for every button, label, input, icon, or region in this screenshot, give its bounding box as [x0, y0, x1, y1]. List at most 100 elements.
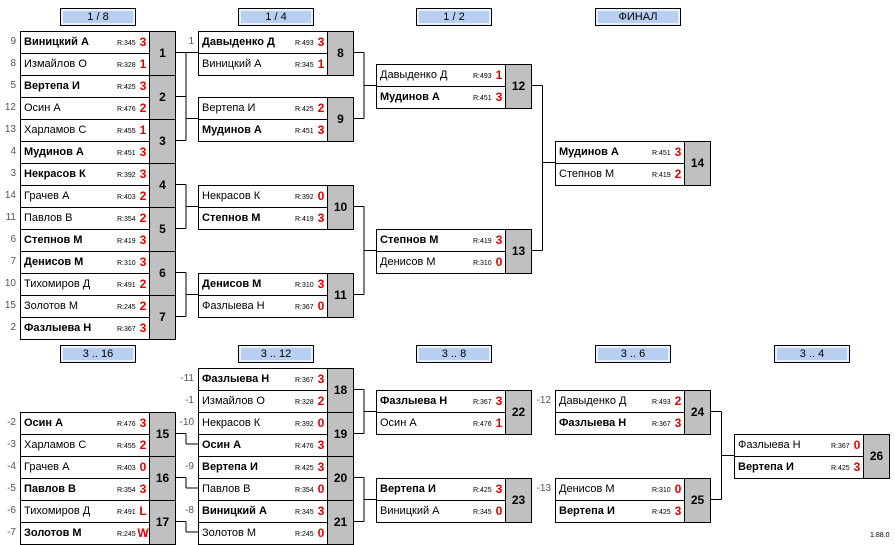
player-rating: R:392	[117, 172, 136, 179]
player-rating: R:354	[117, 216, 136, 223]
round-header: 1 / 8	[60, 8, 136, 26]
seed-label: 7	[10, 256, 16, 267]
player-score: 0	[317, 482, 325, 496]
seed-label: -12	[536, 395, 551, 406]
player-name: Осин А	[380, 417, 417, 429]
match-number: 9	[327, 98, 353, 141]
player-rating: R:245	[295, 531, 314, 538]
player-name: Вертепа И	[202, 102, 256, 114]
match-number: 20	[327, 457, 353, 500]
player-rating: R:491	[117, 509, 136, 516]
player-rating: R:493	[473, 73, 492, 80]
player-rating: R:310	[295, 282, 314, 289]
seed-label: -7	[7, 527, 16, 538]
player-score: 3	[139, 167, 147, 181]
player-name: Степнов М	[24, 234, 83, 246]
player-score: 3	[317, 277, 325, 291]
player-score: 0	[317, 526, 325, 540]
player-name: Измайлов О	[24, 58, 87, 70]
seed-label: 5	[10, 80, 16, 91]
